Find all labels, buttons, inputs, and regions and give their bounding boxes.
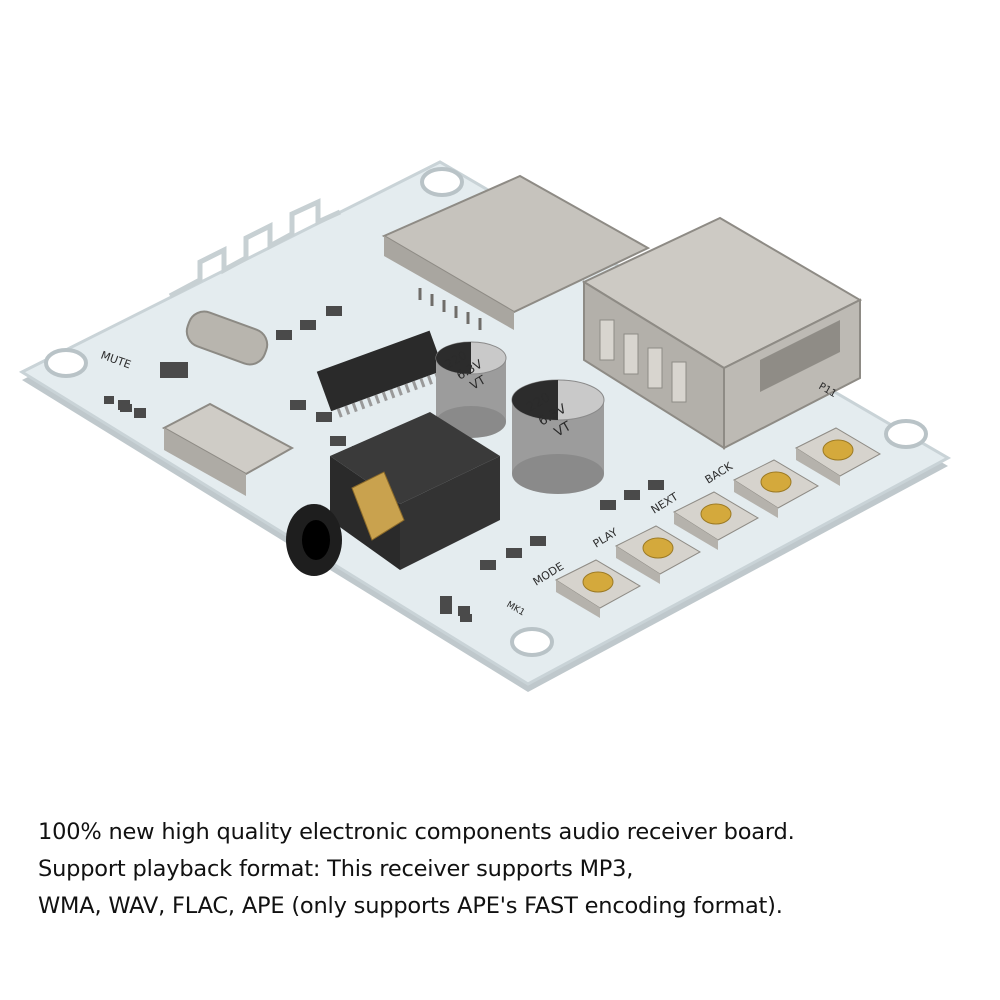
mounting-hole xyxy=(884,419,928,449)
solder-pads xyxy=(118,400,470,616)
audio-receiver-board-illustration: 220 6.3V VT 220 6.3V VT xyxy=(18,160,952,692)
product-description: 100% new high quality electronic compone… xyxy=(38,814,978,925)
caption-line-1: 100% new high quality electronic compone… xyxy=(38,819,795,845)
button-next[interactable] xyxy=(672,491,760,550)
audio-jack xyxy=(286,412,500,576)
mounting-hole xyxy=(510,627,554,657)
product-photo: 220 6.3V VT 220 6.3V VT xyxy=(18,160,952,692)
button-mode[interactable] xyxy=(554,559,642,618)
capacitor-2: 220 6.3V VT xyxy=(511,379,605,494)
microsd-card-slot xyxy=(381,174,651,330)
crystal-oscillator xyxy=(185,310,269,366)
main-ic-chip xyxy=(316,330,444,418)
usb-a-port xyxy=(581,216,863,450)
micro-usb-port xyxy=(161,402,295,496)
button-play[interactable] xyxy=(614,525,702,584)
capacitor-1: 220 6.3V VT xyxy=(435,341,507,438)
mounting-hole xyxy=(420,167,464,197)
smd-components xyxy=(104,306,664,622)
caption-line-3: WMA, WAV, FLAC, APE (only supports APE's… xyxy=(38,893,783,919)
button-back[interactable] xyxy=(732,459,820,518)
antenna-trace xyxy=(168,198,342,299)
caption-line-2: Support playback format: This receiver s… xyxy=(38,856,634,882)
button-extra[interactable] xyxy=(794,427,882,486)
mounting-hole xyxy=(44,348,88,378)
capacitor-2-series: VT xyxy=(552,419,574,440)
